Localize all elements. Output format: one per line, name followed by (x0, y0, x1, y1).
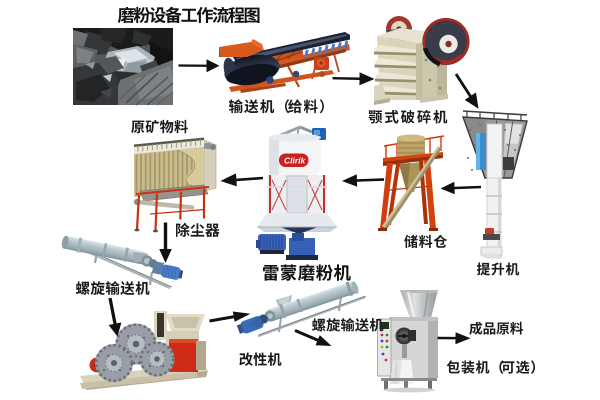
svg-text:Clirik: Clirik (284, 156, 307, 166)
